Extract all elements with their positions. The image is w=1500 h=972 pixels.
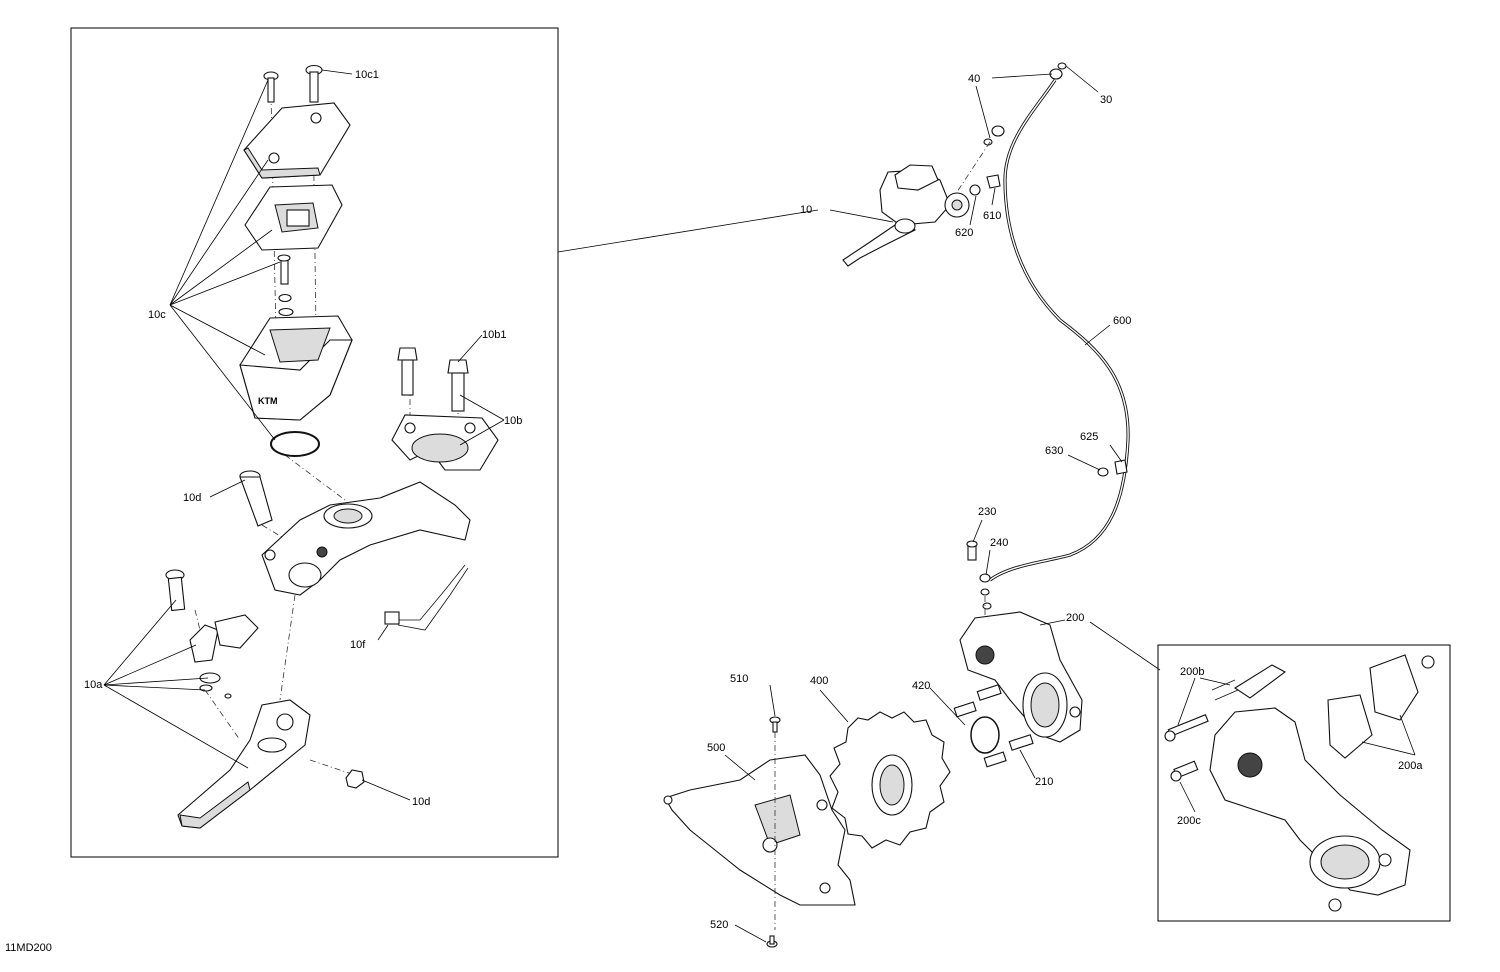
callout-200a: 200a	[1398, 760, 1423, 772]
callout-600: 600	[1113, 315, 1131, 327]
handlebar-clamp	[391, 414, 499, 471]
brake-caliper	[959, 611, 1083, 743]
reservoir-screw	[277, 254, 294, 317]
pivot-pin	[239, 470, 273, 527]
guard-screw-bottom	[766, 935, 778, 948]
callout-625: 625	[1080, 431, 1098, 443]
lever-pivot-bolt	[165, 569, 186, 612]
callout-620: 620	[955, 227, 973, 239]
caliper-o-ring	[970, 716, 1000, 754]
cover-screw-right	[305, 64, 323, 103]
cover-screw-left	[263, 71, 279, 103]
callout-510: 510	[730, 673, 748, 685]
callout-420: 420	[912, 680, 930, 692]
brake-hose	[989, 79, 1130, 582]
master-cylinder-assembly	[842, 164, 970, 267]
callout-10a: 10a	[84, 679, 103, 691]
clamp-bolt-left	[397, 347, 418, 396]
leaders-left	[103, 69, 505, 801]
hose-guide	[1114, 459, 1128, 475]
bleed-screw	[966, 540, 978, 561]
callout-10d-top: 10d	[183, 492, 201, 504]
guard-screw-top	[769, 716, 781, 733]
leaders-right	[724, 65, 1161, 943]
caliper-detail-frame	[1157, 644, 1451, 922]
callout-200b: 200b	[1180, 666, 1204, 678]
callout-400: 400	[810, 675, 828, 687]
callout-500: 500	[707, 742, 725, 754]
brake-light-switch	[384, 564, 469, 631]
brake-lever	[177, 699, 311, 829]
callout-labels: 10c1 10c 10b1 10b 10d 10f 10a 10d 10 40 …	[84, 69, 1423, 931]
callout-10c1: 10c1	[355, 69, 379, 81]
callout-10c: 10c	[148, 309, 166, 321]
reservoir-body: KTM	[239, 315, 353, 421]
brake-disc	[829, 711, 951, 849]
caliper-detail	[1209, 654, 1435, 912]
callout-10: 10	[800, 204, 812, 216]
callout-230: 230	[978, 506, 996, 518]
clamp-bolt-right	[447, 359, 469, 412]
hose-clip	[986, 174, 1001, 189]
master-cylinder-body	[261, 481, 471, 596]
callout-200: 200	[1066, 612, 1084, 624]
callout-40: 40	[968, 73, 980, 85]
diagram-id: 11MD200	[5, 942, 52, 954]
brake-hose-inner	[989, 79, 1129, 581]
detail-link-line	[557, 209, 819, 253]
reservoir-logo: KTM	[258, 396, 278, 406]
reservoir-cover	[243, 102, 351, 179]
callout-10b: 10b	[504, 415, 522, 427]
hose-nut	[969, 184, 981, 196]
callout-240: 240	[990, 537, 1008, 549]
banjo-axis	[954, 141, 991, 196]
caliper-pins	[953, 684, 1034, 768]
callout-10f: 10f	[350, 639, 366, 651]
disc-guard	[663, 754, 856, 906]
callout-200c: 200c	[1177, 815, 1201, 827]
callout-10b1: 10b1	[482, 329, 506, 341]
pivot-nut	[345, 769, 365, 789]
reservoir-o-ring	[270, 431, 320, 457]
pad-pin	[1164, 714, 1209, 742]
callout-520: 520	[710, 919, 728, 931]
hose-banjo-top	[983, 62, 1067, 146]
leaders-caliper-detail	[1177, 677, 1416, 813]
pad-spring	[1211, 664, 1287, 701]
callout-630: 630	[1045, 445, 1063, 457]
bleeder-valve	[1170, 760, 1199, 782]
callout-610: 610	[983, 210, 1001, 222]
callout-10d-bottom: 10d	[412, 796, 430, 808]
hose-guide-washer	[1097, 467, 1109, 477]
adjuster-assembly	[189, 614, 259, 699]
callout-30: 30	[1100, 94, 1112, 106]
master-cylinder-detail-frame	[70, 27, 559, 858]
caliper-banjo	[979, 573, 992, 610]
reservoir-diaphragm	[244, 184, 343, 251]
callout-210: 210	[1035, 776, 1053, 788]
